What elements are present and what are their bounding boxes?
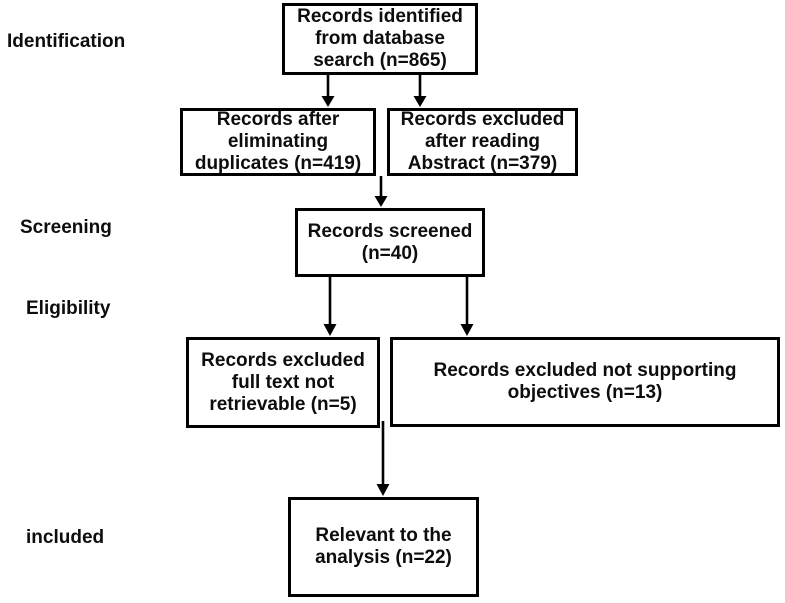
stage-label-eligibility: Eligibility [26, 298, 111, 319]
box-text-line: search (n=865) [313, 50, 447, 71]
box-text-line: Records screened [307, 220, 473, 242]
box-text-line: duplicates (n=419) [194, 153, 362, 174]
box-text-line: Records identified [297, 6, 463, 27]
box-text-line: Abstract (n=379) [407, 153, 558, 174]
box-text-line: analysis (n=22) [315, 547, 452, 568]
box-text-line: Relevant to the [315, 525, 452, 546]
box-text-line: Records excluded [201, 349, 365, 371]
box-text-line: Records after [216, 109, 340, 130]
box-text-line: Records excluded [400, 109, 565, 130]
arrow-screened-to-excluded-objectives [460, 277, 474, 336]
box-records-excluded-abstract: Records excluded after reading Abstract … [387, 108, 578, 176]
box-text-line: from database [315, 28, 445, 49]
arrow-to-included [376, 421, 390, 496]
box-records-screened: Records screened (n=40) [295, 208, 485, 277]
stage-label-included: included [26, 527, 105, 548]
arrow-identified-to-duplicates [321, 75, 335, 107]
stage-label-screening: Screening [20, 217, 112, 238]
box-text-line: eliminating [227, 131, 329, 152]
box-records-identified: Records identified from database search … [282, 3, 478, 75]
box-text-line: objectives (n=13) [507, 382, 663, 403]
box-text-line: full text not [231, 371, 335, 393]
box-records-after-duplicates: Records after eliminating duplicates (n=… [180, 108, 376, 176]
box-relevant-to-analysis: Relevant to the analysis (n=22) [288, 497, 479, 597]
box-records-excluded-fulltext: Records excluded full text not retrievab… [186, 337, 380, 428]
box-text-line: (n=40) [361, 242, 419, 264]
box-text-line: retrievable (n=5) [209, 393, 357, 415]
box-text-line: after reading [424, 131, 541, 152]
arrow-identified-to-excluded-abstract [413, 75, 427, 107]
box-records-excluded-objectives: Records excluded not supporting objectiv… [390, 337, 780, 427]
arrow-to-screened [374, 176, 388, 207]
stage-label-identification: Identification [7, 31, 126, 52]
box-text-line: Records excluded not supporting [433, 360, 737, 381]
arrow-screened-to-excluded-fulltext [323, 277, 337, 336]
